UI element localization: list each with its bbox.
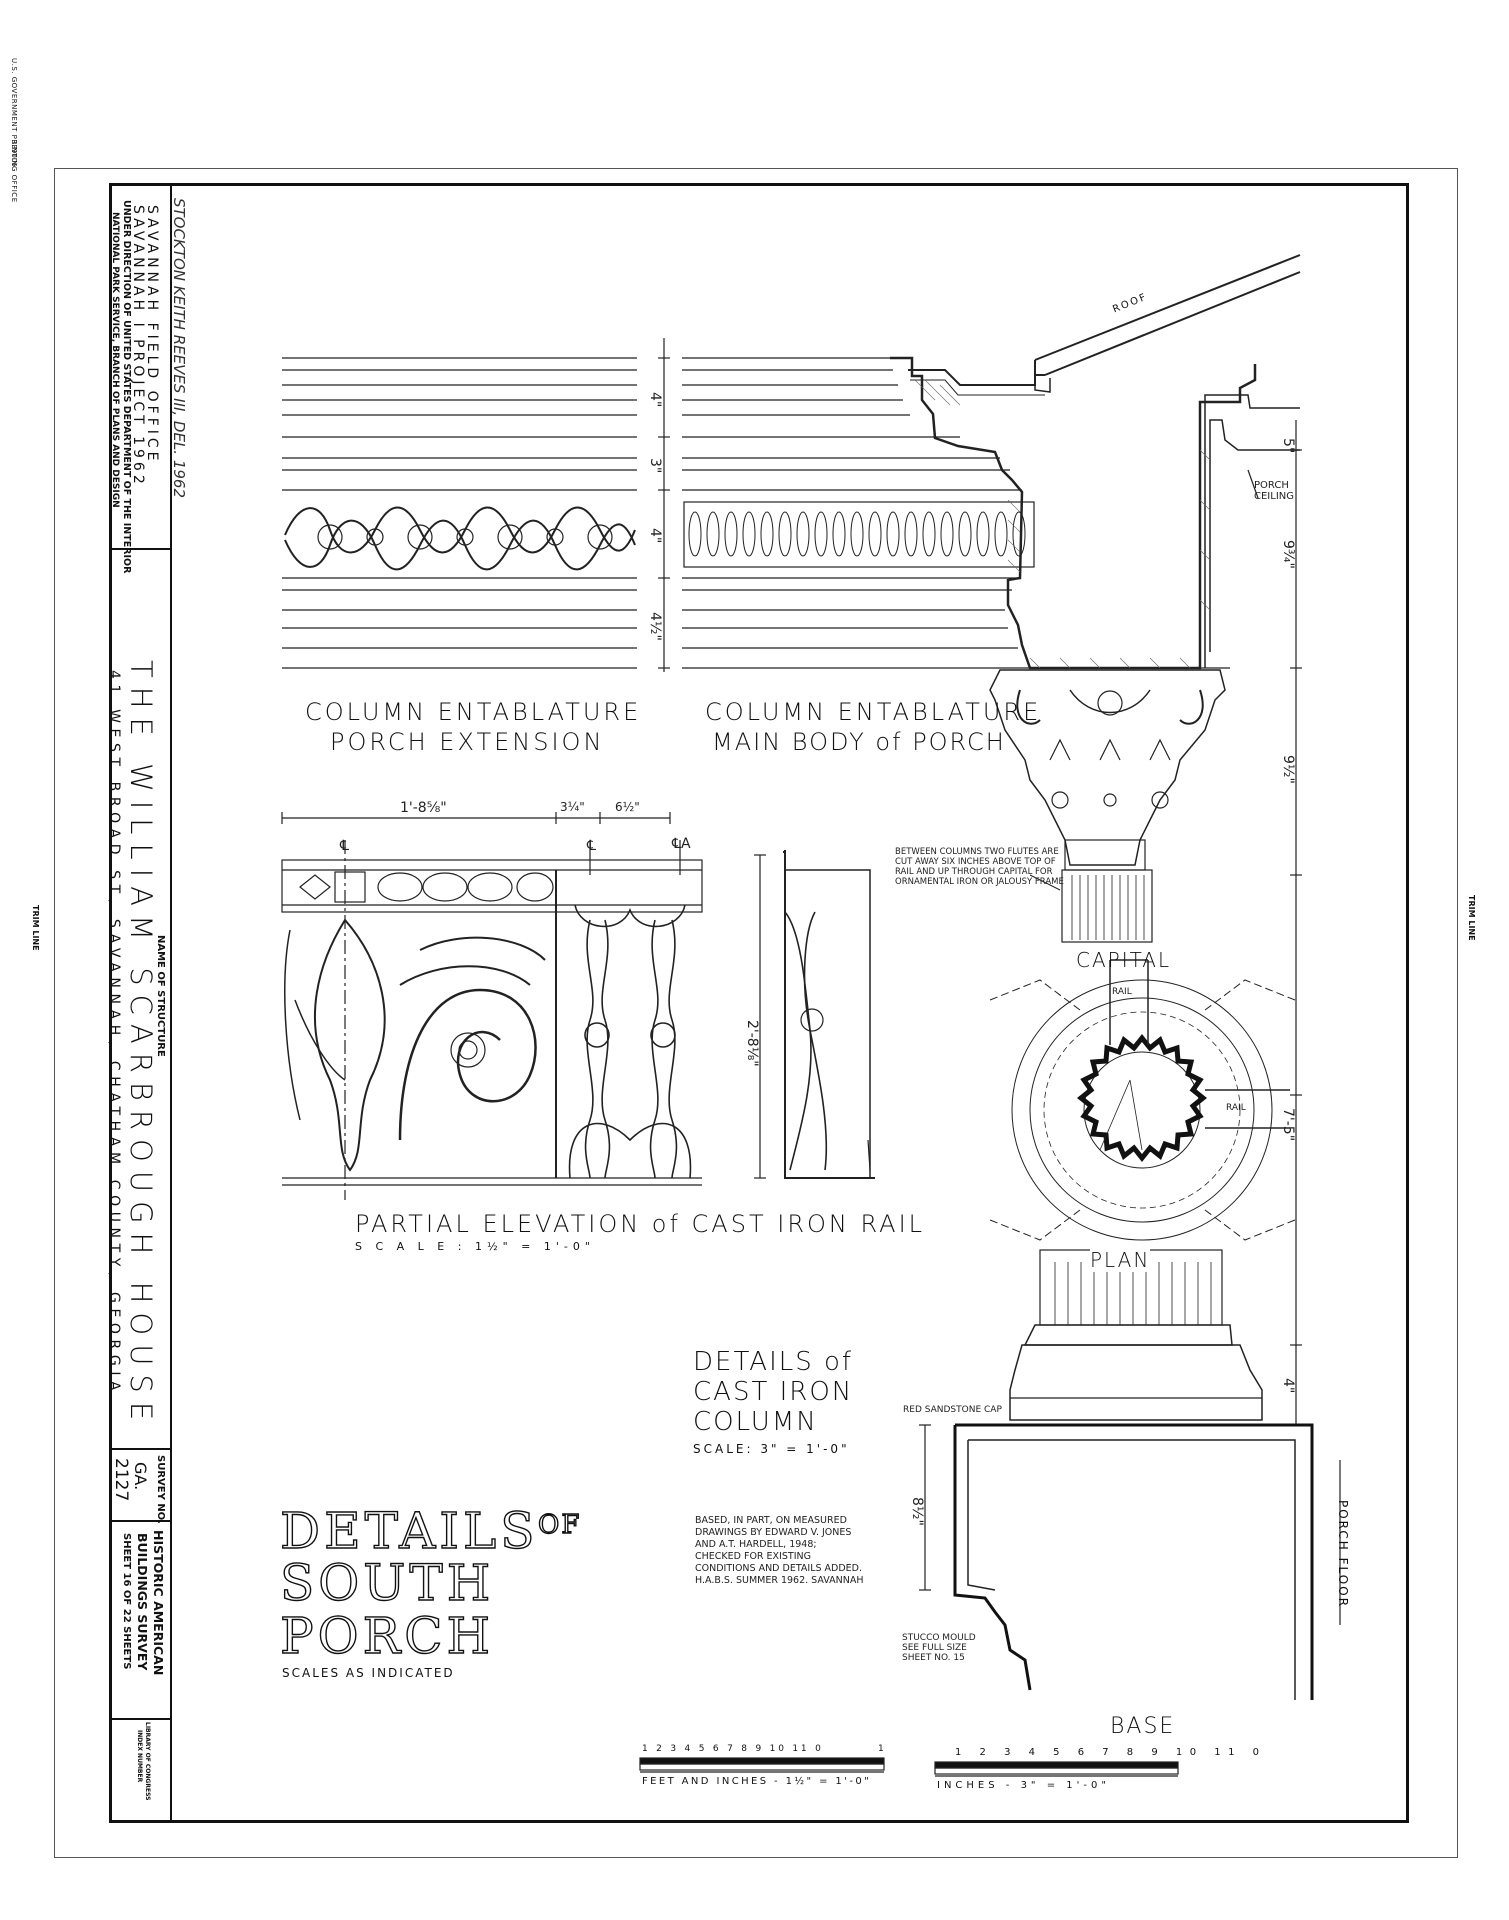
stucco-note: STUCCO MOULD SEE FULL SIZE SHEET NO. 15 xyxy=(902,1633,976,1663)
title-block-rule xyxy=(109,1448,170,1450)
title-block-rule xyxy=(109,1718,170,1720)
dim-9-1-2: 9½" xyxy=(1280,755,1296,784)
main-title-of: OF xyxy=(537,1509,582,1540)
rail-height-dim: 2'-8⅛" xyxy=(744,1020,760,1067)
entablature-ext-title-2: PORCH EXTENSION xyxy=(330,728,605,756)
cornice-section xyxy=(890,254,1302,1426)
entablature-main-title-2: MAIN BODY of PORCH xyxy=(712,728,1006,756)
sheet-border xyxy=(54,168,1458,1858)
plan-label: PLAN xyxy=(1090,1248,1151,1272)
dim-4-top: 4" xyxy=(647,392,663,408)
main-title-1: DETAILS xyxy=(279,1502,539,1560)
graphic-scale-2 xyxy=(934,1761,1179,1777)
column-scale: SCALE: 3" = 1'-0" xyxy=(693,1442,850,1456)
based-on-note: BASED, IN PART, ON MEASURED DRAWINGS BY … xyxy=(695,1515,864,1586)
base-label: BASE xyxy=(1110,1714,1176,1739)
porch-ceiling-label: PORCH CEILING xyxy=(1254,480,1294,502)
main-title-2: SOUTH xyxy=(279,1554,495,1612)
title-block-rule xyxy=(109,548,170,550)
dim-9-3-4: 9¾" xyxy=(1280,540,1296,569)
column-title-2: CAST IRON xyxy=(693,1377,854,1407)
dim-4-base: 4" xyxy=(1280,1378,1296,1394)
porch-floor-label: PORCH FLOOR xyxy=(1336,1500,1350,1609)
scale-1-ticks: 1 2 3 4 5 6 7 8 9 10 11 0 xyxy=(642,1744,824,1754)
rail-dim-2: 3¼" xyxy=(560,800,585,814)
rail-centerline-1: ℄ xyxy=(340,838,349,854)
entablature-ext-title-1: COLUMN ENTABLATURE xyxy=(305,698,642,726)
column-title-1: DETAILS of xyxy=(693,1347,854,1377)
rail-dim-1: 1'-8⅝" xyxy=(400,800,447,816)
dim-4-mid: 4" xyxy=(647,528,663,544)
rail-elevation xyxy=(281,812,875,1200)
scale-2-ticks: 1 2 3 4 5 6 7 8 9 10 11 0 xyxy=(955,1747,1267,1758)
rail-centerline-2: ℄ xyxy=(587,838,596,854)
graphic-scale-1 xyxy=(639,1757,885,1773)
rail-label-side: RAIL xyxy=(1226,1103,1246,1113)
title-block-divider xyxy=(170,183,172,1823)
column-base xyxy=(919,1249,1341,1700)
dim-7-5: 7'-5" xyxy=(1280,1108,1296,1142)
scale-2-label: INCHES - 3" = 1'-0" xyxy=(937,1780,1110,1791)
capital-elevation xyxy=(989,669,1226,943)
rail-centerline-a: ℄A xyxy=(672,836,691,852)
dim-3: 3" xyxy=(647,458,663,474)
main-scales: SCALES AS INDICATED xyxy=(282,1666,455,1680)
sandstone-label: RED SANDSTONE CAP xyxy=(903,1405,1002,1415)
rail-scale: S C A L E : 1½" = 1'-0" xyxy=(355,1240,595,1253)
capital-label: CAPITAL xyxy=(1076,948,1172,972)
entablature-main xyxy=(658,338,1230,672)
dim-4-1-2: 4½" xyxy=(647,612,663,641)
column-title-3: COLUMN xyxy=(693,1407,818,1437)
flutes-note: BETWEEN COLUMNS TWO FLUTES ARE CUT AWAY … xyxy=(895,847,1064,887)
dim-8-1-2: 8½" xyxy=(909,1497,925,1526)
scale-1-label: FEET AND INCHES - 1½" = 1'-0" xyxy=(642,1776,872,1787)
drawing-frame xyxy=(109,183,1409,1823)
rail-dim-3: 6½" xyxy=(615,800,640,814)
rail-label-top: RAIL xyxy=(1112,987,1132,997)
scale-1-end: 1 xyxy=(878,1744,884,1754)
main-title-3: PORCH xyxy=(279,1607,495,1665)
column-plan xyxy=(989,959,1296,1241)
dim-5: 5" xyxy=(1280,438,1296,454)
entablature-main-title-1: COLUMN ENTABLATURE xyxy=(705,698,1042,726)
rail-title: PARTIAL ELEVATION of CAST IRON RAIL xyxy=(355,1210,926,1238)
entablature-extension xyxy=(282,357,637,669)
title-block-rule xyxy=(109,1520,170,1522)
